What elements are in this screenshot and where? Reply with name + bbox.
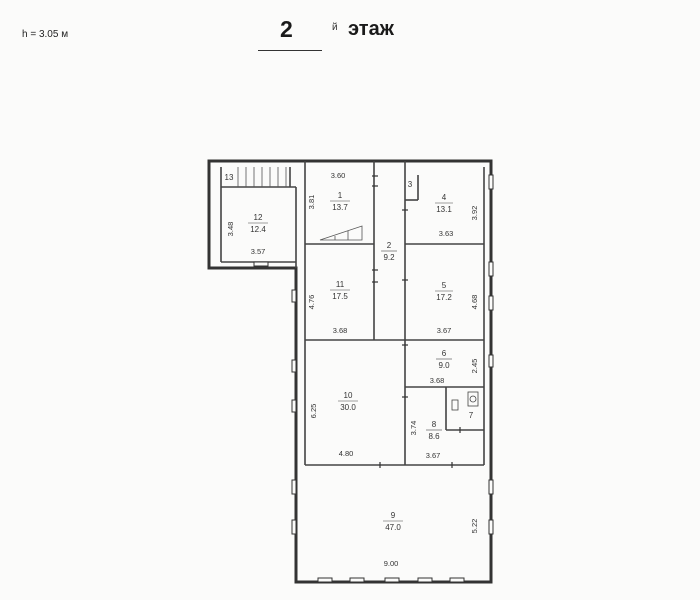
room-13-number: 13 — [225, 173, 234, 182]
room-2-area: 9.2 — [383, 253, 395, 262]
ceiling-height-note: h = 3.05 м — [22, 29, 69, 40]
outer-walls — [207, 159, 493, 584]
room-1-number: 1 — [338, 191, 343, 200]
floor-number-suffix: й — [332, 22, 338, 33]
dim-room-11-width: 3.68 — [333, 326, 348, 335]
room-2-number: 2 — [387, 241, 392, 250]
floor-number: 2 — [280, 16, 293, 42]
dim-room-9-depth: 5.22 — [470, 519, 479, 534]
room-11-number: 11 — [336, 280, 345, 289]
room-4-area: 13.1 — [436, 205, 452, 214]
dim-room-4-width: 3.63 — [439, 229, 454, 238]
dim-room-1-width: 3.60 — [331, 171, 346, 180]
dim-room-10-depth: 6.25 — [309, 404, 318, 419]
dim-room-5-depth: 4.68 — [470, 295, 479, 310]
dim-room-5-width: 3.67 — [437, 326, 452, 335]
interior-walls — [220, 161, 485, 466]
room-10-number: 10 — [344, 391, 353, 400]
room-3-number: 3 — [408, 180, 413, 189]
windows — [253, 174, 494, 583]
dim-room-6-depth: 2.45 — [470, 359, 479, 374]
room-4-number: 4 — [442, 193, 447, 202]
room-11-area: 17.5 — [332, 292, 348, 301]
dim-room-4-depth: 3.92 — [470, 206, 479, 221]
room-labels: 1 13.7 2 9.2 3 4 13.1 5 17.2 6 9.0 7 8 8… — [225, 173, 474, 532]
dim-room-11-depth: 4.76 — [307, 295, 316, 310]
room-12-number: 12 — [254, 213, 263, 222]
room-9-number: 9 — [391, 511, 396, 520]
stairs — [237, 167, 363, 241]
door-marks — [372, 175, 461, 468]
room-5-area: 17.2 — [436, 293, 452, 302]
room-5-number: 5 — [442, 281, 447, 290]
dim-room-12-depth: 3.48 — [226, 222, 235, 237]
room-1-area: 13.7 — [332, 203, 348, 212]
room-8-number: 8 — [432, 420, 437, 429]
room-6-number: 6 — [442, 349, 447, 358]
dim-room-8-width: 3.67 — [426, 451, 441, 460]
room-7-number: 7 — [469, 411, 474, 420]
floor-word: этаж — [348, 18, 394, 40]
dim-room-8-depth: 3.74 — [409, 421, 418, 436]
room-8-area: 8.6 — [428, 432, 440, 441]
dimension-labels: 3.60 3.81 3.92 3.63 3.48 3.57 4.76 3.68 … — [226, 171, 479, 568]
room-6-area: 9.0 — [438, 361, 450, 370]
room-12-area: 12.4 — [250, 225, 266, 234]
dim-room-12-width: 3.57 — [251, 247, 266, 256]
dim-room-10-width: 4.80 — [339, 449, 354, 458]
dim-room-6-width: 3.68 — [430, 376, 445, 385]
dim-room-9-width: 9.00 — [384, 559, 399, 568]
toilet-icon — [451, 391, 479, 411]
room-9-area: 47.0 — [385, 523, 401, 532]
room-10-area: 30.0 — [340, 403, 356, 412]
floor-number-underline — [258, 50, 322, 51]
dim-room-1-depth: 3.81 — [307, 195, 316, 210]
